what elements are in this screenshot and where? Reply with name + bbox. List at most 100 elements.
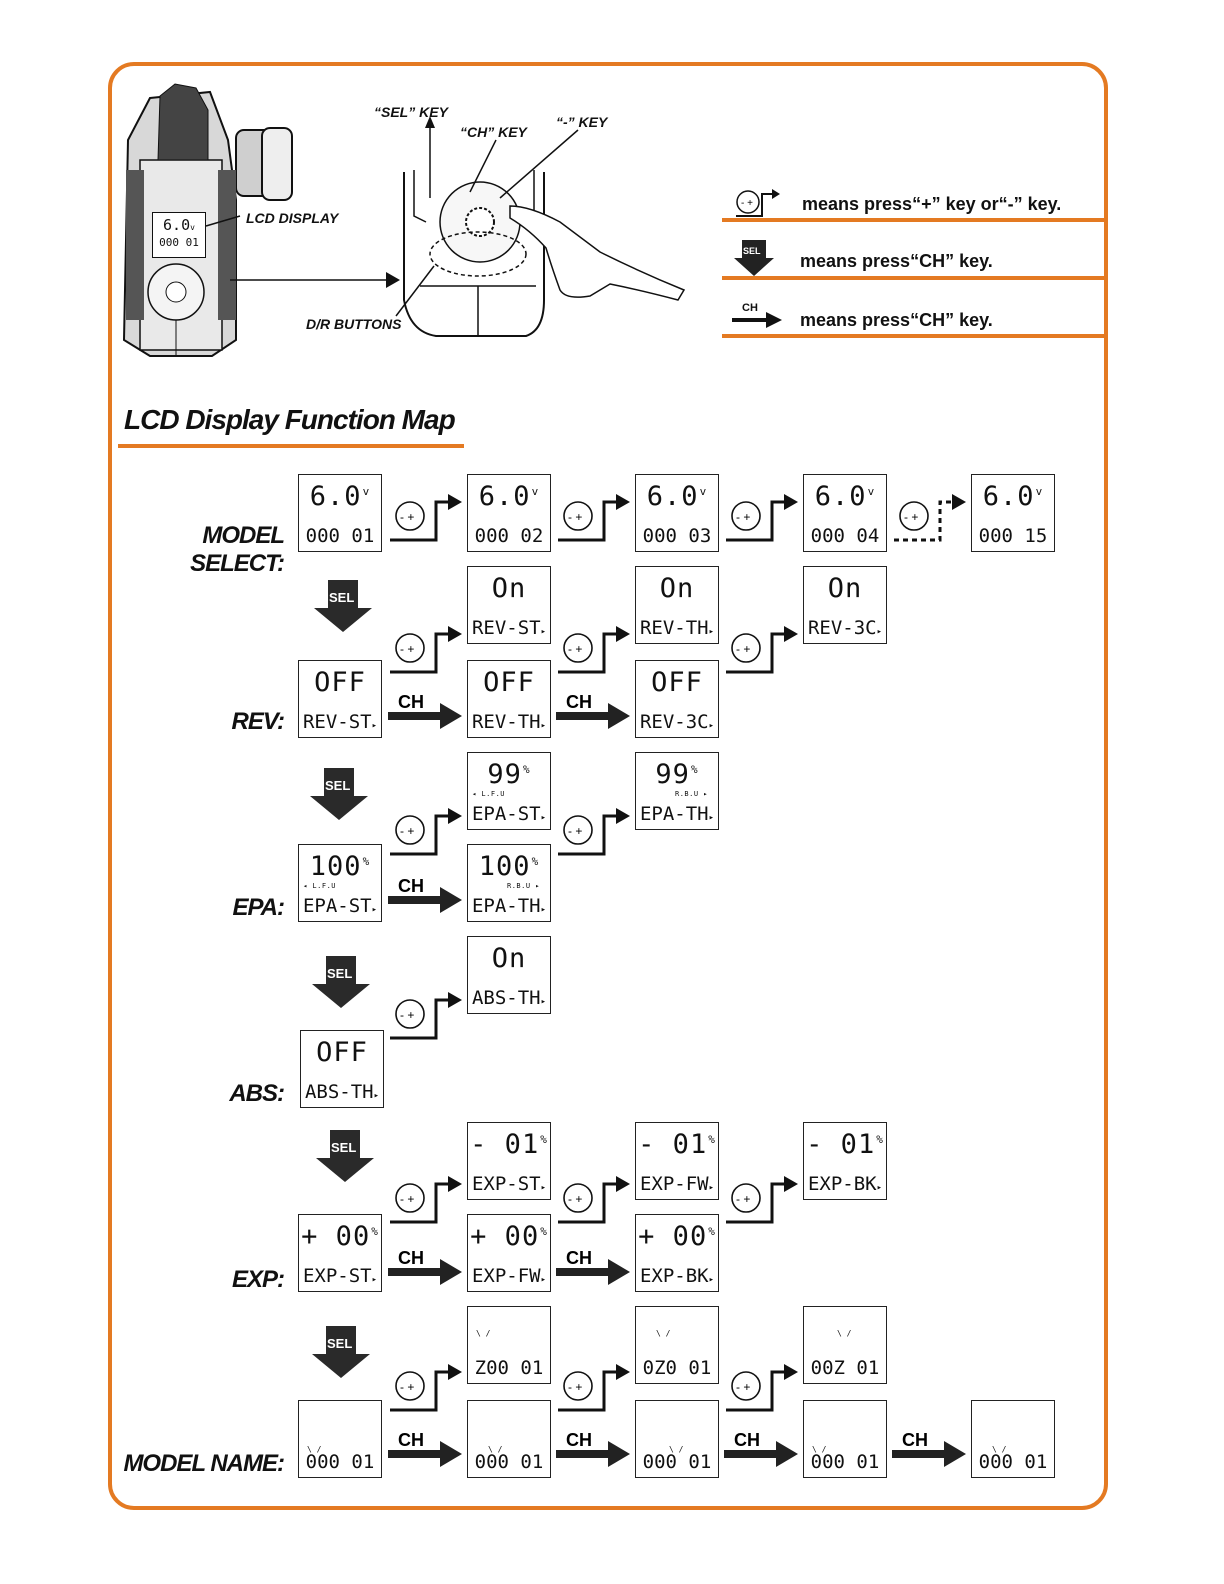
step-arrow-line: [558, 500, 616, 542]
step-arrow-line: [390, 998, 448, 1040]
step-arrow-head: [448, 1176, 462, 1192]
lcd-value: + 00: [638, 1221, 708, 1252]
lcd-screen: - 01%EXP-ST▸: [467, 1122, 551, 1200]
dr-buttons-label: D/R BUTTONS: [306, 316, 402, 332]
lcd-label: REV-ST: [471, 617, 541, 639]
mini-lcd-top: 6.0: [163, 216, 191, 234]
ch-label: CH: [734, 1430, 760, 1450]
lcd-value: - 01: [470, 1129, 540, 1160]
plus-minus-key-icon: [563, 1371, 593, 1401]
lcd-value: + 00: [301, 1221, 371, 1252]
lcd-value: 100: [478, 851, 531, 882]
plus-minus-key-icon-text: - +: [568, 510, 582, 524]
plus-minus-key-icon-text: - +: [736, 1380, 750, 1394]
ch-arrow-head: [776, 1441, 798, 1467]
step-arrow-head: [952, 494, 966, 510]
lcd-screen: \ /Z00 01: [467, 1306, 551, 1384]
sel-label: SEL: [325, 778, 350, 793]
ch-label: CH: [566, 1430, 592, 1450]
step-arrow-head: [616, 494, 630, 510]
plus-minus-key-icon-text: - +: [400, 1192, 414, 1206]
lcd-value: - 01: [638, 1129, 708, 1160]
ch-label: CH: [398, 1430, 424, 1450]
lcd-sub: ◂ L.F.U: [303, 882, 337, 890]
step-arrow-line: [558, 1182, 616, 1224]
sel-arrow-icon: [734, 240, 774, 276]
lcd-label: 000 01: [305, 1451, 375, 1473]
lcd-value: - 01: [806, 1129, 876, 1160]
legend-ch-icon-label: CH: [742, 302, 758, 314]
lcd-value: 6.0: [309, 481, 362, 512]
lcd-label: EXP-ST: [471, 1173, 541, 1195]
plus-minus-key-icon: [731, 633, 761, 663]
lcd-unit: %: [690, 763, 699, 776]
step-arrow-line: [558, 814, 616, 856]
ch-label: CH: [398, 1248, 424, 1268]
sel-arrow-icon: [312, 1326, 370, 1378]
sel-label: SEL: [327, 966, 352, 981]
lcd-unit: %: [531, 855, 540, 868]
lcd-display-label: LCD DISPLAY: [246, 210, 339, 226]
step-arrow-head: [784, 494, 798, 510]
svg-text:- +: - +: [741, 198, 753, 209]
row-label-exp: EXP:: [231, 1266, 285, 1293]
lcd-unit: %: [708, 1133, 716, 1146]
lcd-unit: v: [699, 485, 708, 498]
ch-label: CH: [398, 692, 424, 712]
step-arrow-line: [726, 1370, 784, 1412]
step-arrow-line: [558, 1370, 616, 1412]
lcd-value: On: [491, 943, 527, 974]
page-border: [108, 62, 1108, 1510]
plus-minus-key-icon: [395, 1183, 425, 1213]
lcd-value: + 00: [470, 1221, 540, 1252]
row-label-abs: ABS:: [229, 1080, 285, 1107]
lcd-label: 000 03: [642, 525, 712, 547]
step-arrow-head: [448, 494, 462, 510]
lcd-label: REV-TH: [471, 711, 541, 733]
lcd-screen: + 00%EXP-FW▸: [467, 1214, 551, 1292]
ch-arrow-head: [608, 1259, 630, 1285]
mini-lcd-bottom: 000 01: [159, 236, 199, 249]
ch-arrow-icon: [732, 312, 782, 328]
lcd-label: REV-ST: [302, 711, 372, 733]
lcd-label: Z00 01: [474, 1357, 544, 1379]
plus-minus-key-icon: [563, 815, 593, 845]
plus-minus-key-icon: [731, 1371, 761, 1401]
sel-arrow-icon: [314, 580, 372, 632]
row-label-epa: EPA:: [232, 894, 285, 921]
lcd-label: REV-3C: [807, 617, 877, 639]
plus-minus-key-icon: [395, 633, 425, 663]
lcd-value: 100: [309, 851, 362, 882]
lcd-label: EXP-BK: [807, 1173, 877, 1195]
lcd-label: EXP-FW: [639, 1173, 709, 1195]
step-arrow-line: [558, 632, 616, 674]
lcd-label: EXP-ST: [302, 1265, 372, 1287]
lcd-value: OFF: [314, 667, 366, 698]
lcd-label: ABS-TH: [304, 1081, 374, 1103]
step-arrow-line: [726, 500, 784, 542]
plus-minus-key-icon-text: - +: [736, 1192, 750, 1206]
lcd-sub: R.B.U ▸: [506, 882, 540, 890]
plus-minus-key-icon-text: - +: [736, 510, 750, 524]
lcd-screen: \ /000 01: [971, 1400, 1055, 1478]
step-arrow-head: [448, 808, 462, 824]
plus-minus-key-icon: - +: [736, 189, 780, 217]
transmitter-illustration: [122, 83, 686, 357]
ch-arrow-head: [944, 1441, 966, 1467]
lcd-label: 000 01: [474, 1451, 544, 1473]
step-arrow-line: [390, 814, 448, 856]
step-arrow-head: [616, 626, 630, 642]
lcd-label: REV-TH: [639, 617, 709, 639]
lcd-value: On: [491, 573, 527, 604]
ch-label: CH: [902, 1430, 928, 1450]
plus-minus-key-icon: [899, 501, 929, 531]
step-arrow-line: [894, 500, 952, 542]
step-arrow-head: [784, 1176, 798, 1192]
lcd-label: 0Z0 01: [642, 1357, 712, 1379]
lcd-label: EPA-ST: [302, 895, 372, 917]
